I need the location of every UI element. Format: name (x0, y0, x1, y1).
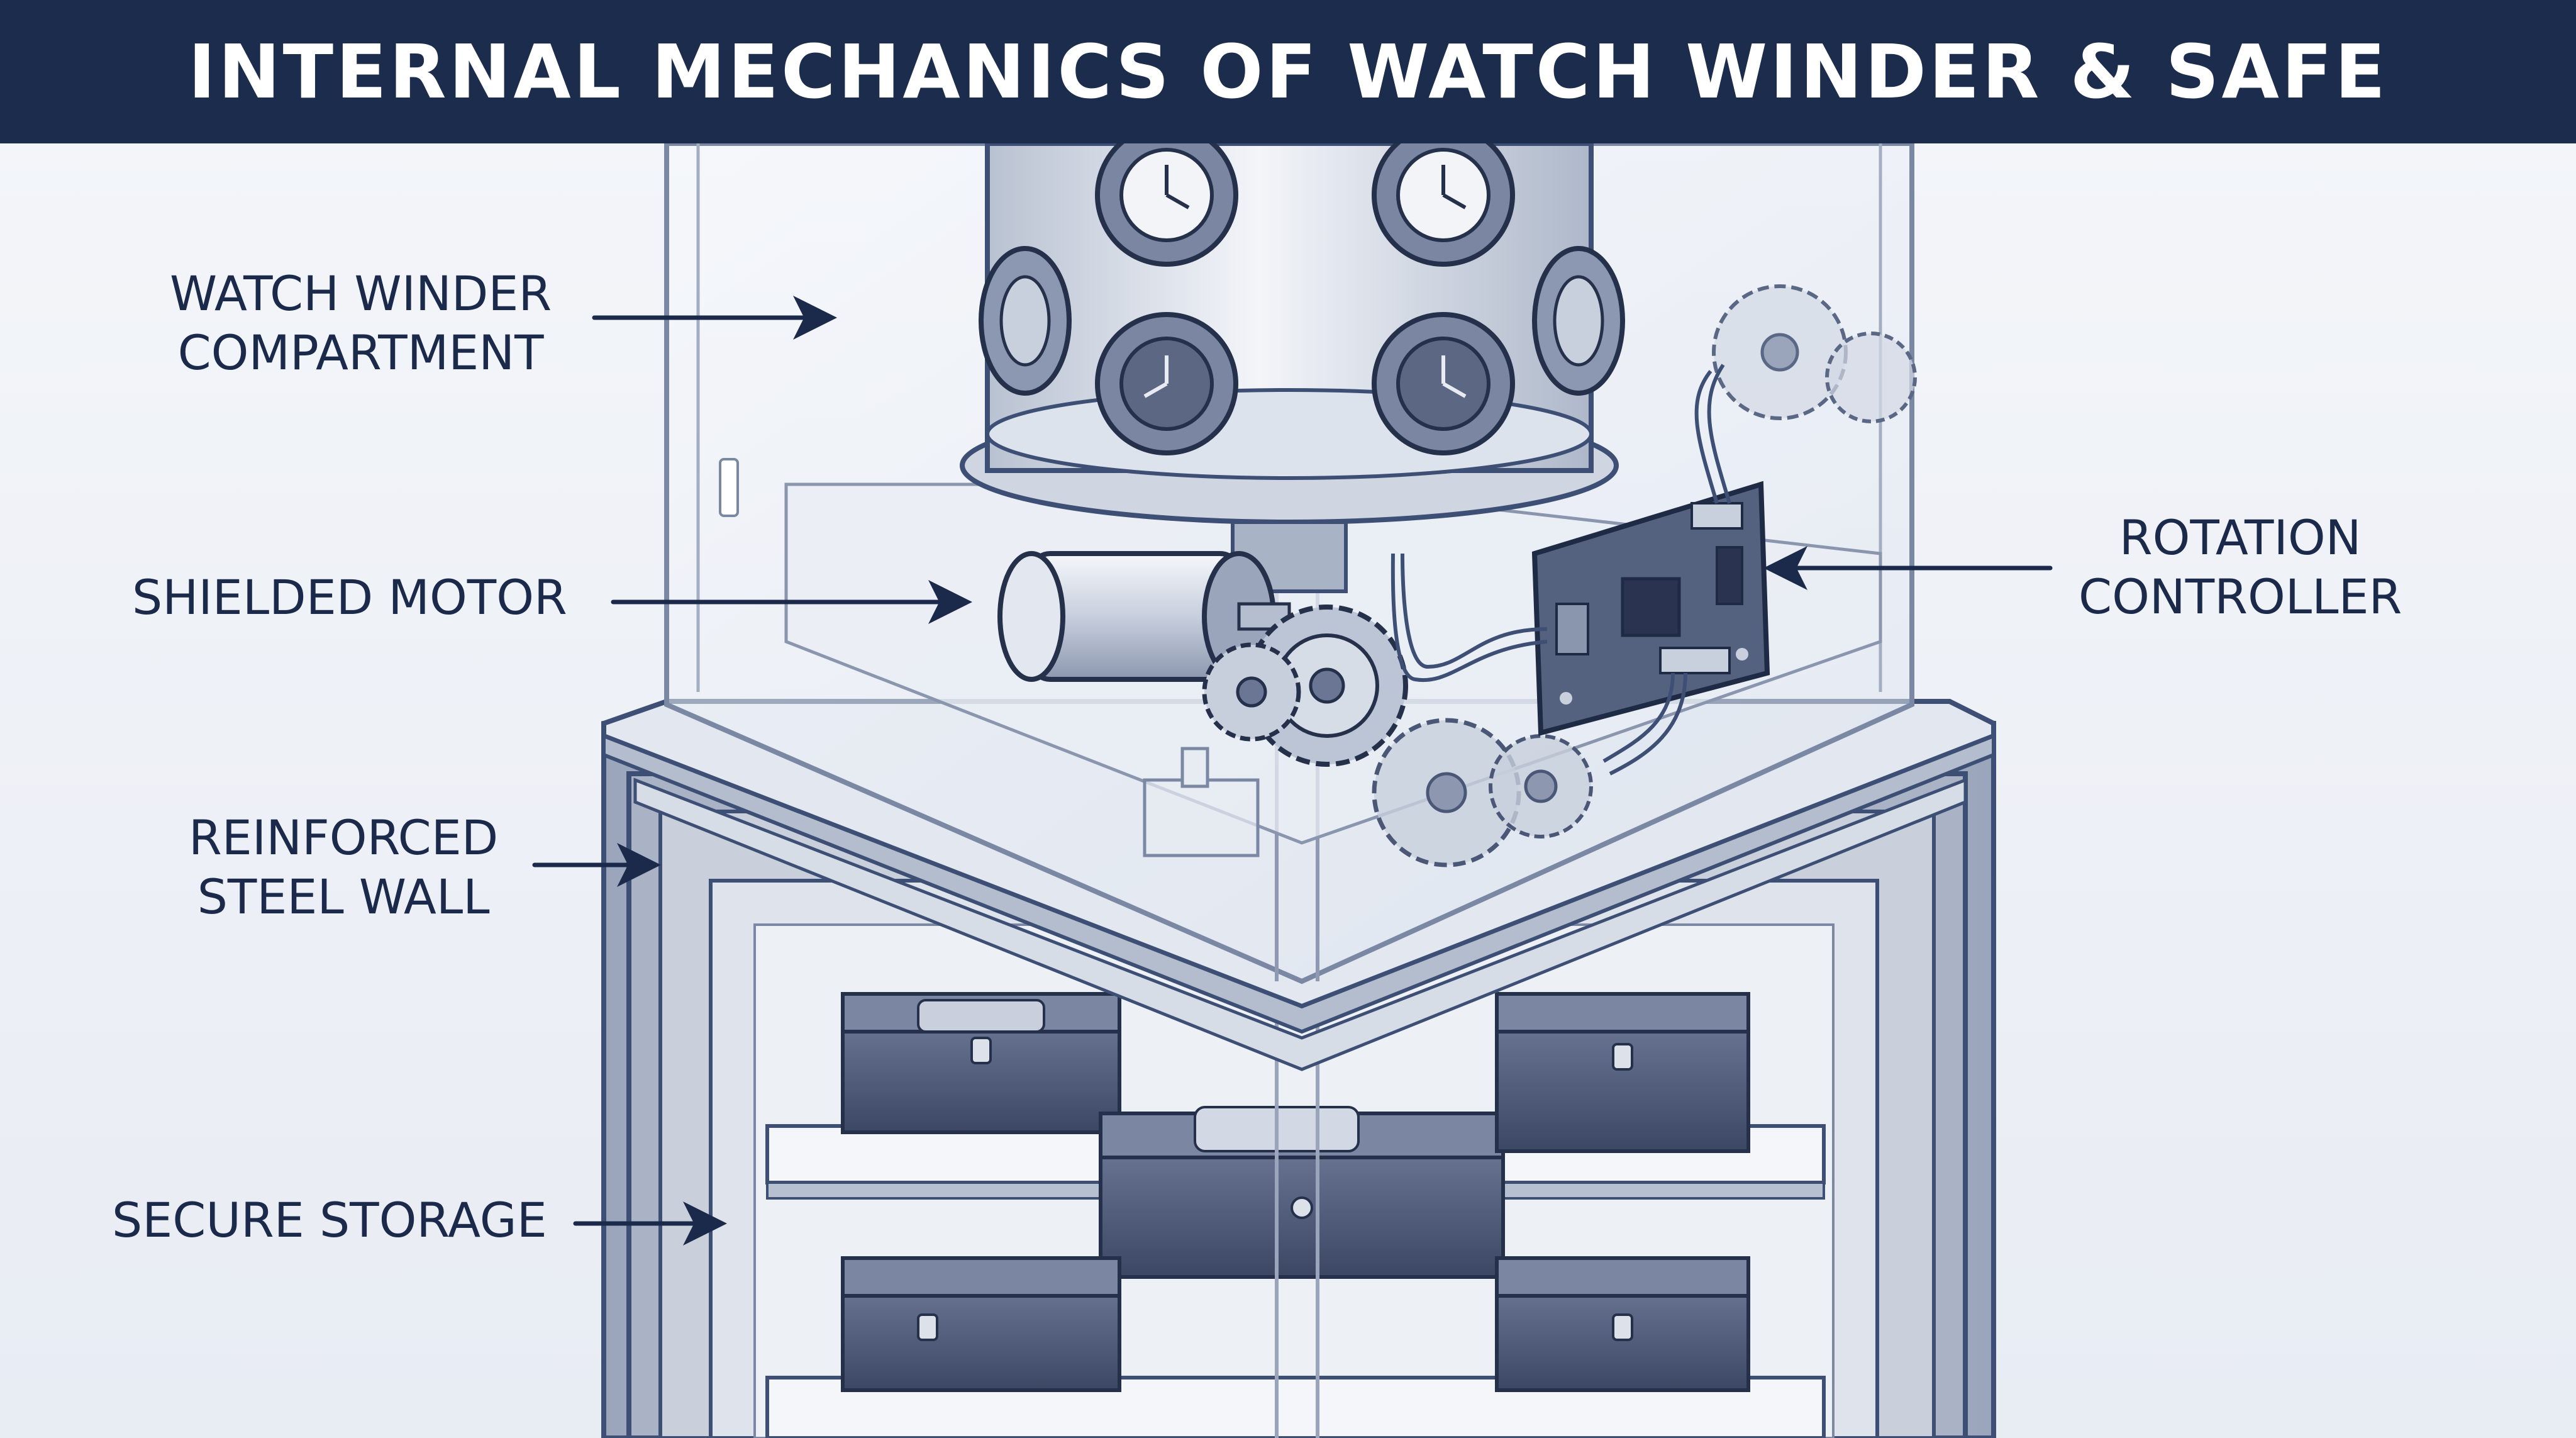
callout-label-shielded-motor: SHIELDED MOTOR (132, 568, 567, 627)
callout-line: REINFORCED (189, 810, 499, 866)
callout-line: SHIELDED MOTOR (132, 569, 567, 625)
callout-line: ROTATION (2119, 510, 2362, 566)
storage-shelf (765, 1376, 1826, 1438)
watch-pillow (1532, 246, 1625, 396)
controller-wiring (1391, 364, 1731, 776)
drive-gear (1489, 734, 1593, 839)
drive-gear (1372, 718, 1521, 867)
watch-box (1099, 1106, 1505, 1279)
mounting-bracket (1143, 747, 1260, 857)
callout-line: COMPARTMENT (177, 325, 544, 381)
rotation-controller-board (1531, 481, 1770, 737)
callout-line: SECURE STORAGE (112, 1192, 547, 1248)
watch-box (1495, 992, 1750, 1153)
watch-pillow (1095, 312, 1238, 455)
drive-gear (1712, 284, 1917, 423)
glass-latch (719, 458, 739, 517)
watch-box (841, 1256, 1121, 1392)
callout-label-winder-compartment: WATCH WINDER COMPARTMENT (170, 264, 552, 382)
callout-label-rotation-controller: ROTATION CONTROLLER (2079, 508, 2402, 627)
callout-line: WATCH WINDER (170, 265, 552, 321)
callout-label-reinforced-steel-wall: REINFORCED STEEL WALL (189, 808, 498, 927)
diagram-title: INTERNAL MECHANICS OF WATCH WINDER & SAF… (188, 28, 2388, 115)
watch-pillow (979, 246, 1072, 396)
drive-gear (1202, 642, 1301, 742)
watch-box (841, 992, 1121, 1134)
shielded-motor (997, 551, 1291, 682)
callout-label-secure-storage: SECURE STORAGE (112, 1191, 547, 1250)
safe-body (601, 711, 1996, 1438)
watch-pillow (1095, 123, 1238, 267)
callout-line: CONTROLLER (2079, 569, 2402, 625)
watch-pillow (1372, 312, 1515, 455)
watch-box (1495, 1256, 1750, 1392)
title-banner: INTERNAL MECHANICS OF WATCH WINDER & SAF… (0, 0, 2576, 143)
callout-line: STEEL WALL (197, 869, 490, 925)
watch-pillow (1372, 123, 1515, 267)
callout-arrows (532, 296, 2053, 1246)
